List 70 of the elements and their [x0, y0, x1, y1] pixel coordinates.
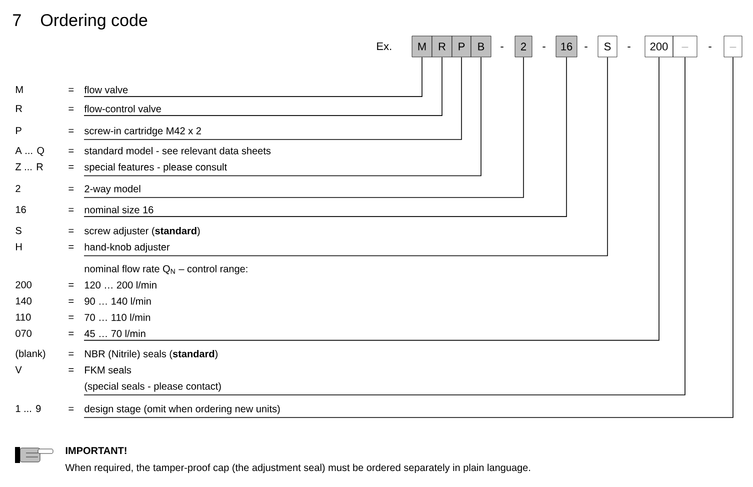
code-box: _ — [672, 36, 698, 58]
equals-sign: = — [68, 107, 74, 110]
equals-sign: = — [68, 368, 74, 372]
code-label: M — [16, 86, 23, 93]
description-text: screw-in cartridge M42 x 2 — [84, 127, 201, 136]
separator-dash: - — [500, 46, 504, 48]
code-label: 16 — [16, 206, 26, 214]
code-label: S — [16, 227, 22, 234]
equals-sign: = — [68, 149, 74, 152]
description-text: screw adjuster (standard) hand-knob adjuster — [84, 227, 200, 252]
example-label: Ex. — [377, 42, 392, 50]
code-label: 2 — [16, 185, 20, 192]
note-text: When required, the tamper-proof cap (the adjustment seal) must be ordered separately in plain language. — [65, 464, 530, 474]
code-box: 2 — [514, 36, 532, 58]
section-number: 7 — [13, 14, 21, 26]
equals-sign: = — [68, 229, 74, 232]
code-box: P — [452, 36, 472, 58]
code-box: _ — [724, 36, 742, 58]
equals-sign: = — [68, 208, 74, 212]
leader-line — [84, 56, 660, 341]
code-label: H — [16, 243, 22, 250]
code-label: Z ... R — [16, 163, 43, 170]
code-box: 200 — [644, 36, 674, 58]
equals-sign: = — [68, 283, 74, 287]
code-label: 1 ... 9 — [16, 405, 41, 412]
code-label: V — [15, 366, 22, 374]
leader-line — [84, 56, 482, 176]
equals-sign: = — [68, 332, 74, 336]
code-box: 16 — [556, 36, 578, 58]
description-text: nominal size 16 — [84, 206, 154, 214]
code-box: S — [598, 36, 618, 58]
equals-sign: = — [68, 407, 74, 410]
leader-line — [84, 56, 567, 217]
note-heading: IMPORTANT! — [66, 447, 126, 454]
description-text: NBR (Nitrile) seals (standard) FKM seals (special seals - please contact) — [84, 350, 221, 392]
description-text: flow valve — [84, 86, 128, 94]
equals-sign: = — [68, 165, 74, 169]
leader-line — [84, 56, 442, 116]
description-text: 2-way model — [84, 185, 140, 194]
equals-sign: = — [68, 299, 74, 303]
equals-sign: = — [68, 316, 74, 319]
separator-dash: - — [708, 46, 712, 48]
leader-line — [84, 56, 524, 198]
separator-dash: - — [542, 46, 546, 48]
title: Ordering code — [41, 14, 148, 30]
equals-sign: = — [68, 129, 74, 132]
code-box: M — [412, 36, 432, 58]
equals-sign: = — [68, 88, 74, 92]
code-box: B — [470, 36, 492, 58]
description-text: design stage (omit when ordering new units) — [84, 405, 280, 414]
code-label: 200 — [16, 281, 32, 288]
description-text: flow-control valve — [84, 105, 161, 112]
code-label: P — [16, 127, 22, 134]
code-label: 110 — [16, 314, 31, 321]
leader-line — [84, 56, 462, 140]
code-label: A ... Q — [15, 147, 44, 156]
leader-line — [84, 56, 422, 97]
code-label: R — [16, 105, 22, 112]
equals-sign: = — [68, 187, 74, 190]
code-label: (blank) — [16, 350, 46, 360]
equals-sign: = — [68, 352, 74, 356]
equals-sign: = — [68, 245, 74, 249]
separator-dash: - — [628, 46, 630, 48]
code-label: 140 — [16, 297, 32, 304]
separator-dash: - — [584, 46, 588, 48]
code-box: R — [432, 36, 452, 58]
description-text: nominal flow rate Q$_{N}$ – control range: 120 … 200 l/min 90 … 140 l/min 70 … 110 l/min 45 … 70 l/min — [84, 265, 248, 338]
code-label: 070 — [16, 330, 32, 337]
leader-line — [84, 56, 608, 256]
description-text: standard model - see relevant data sheets special features - please consult — [84, 147, 271, 172]
